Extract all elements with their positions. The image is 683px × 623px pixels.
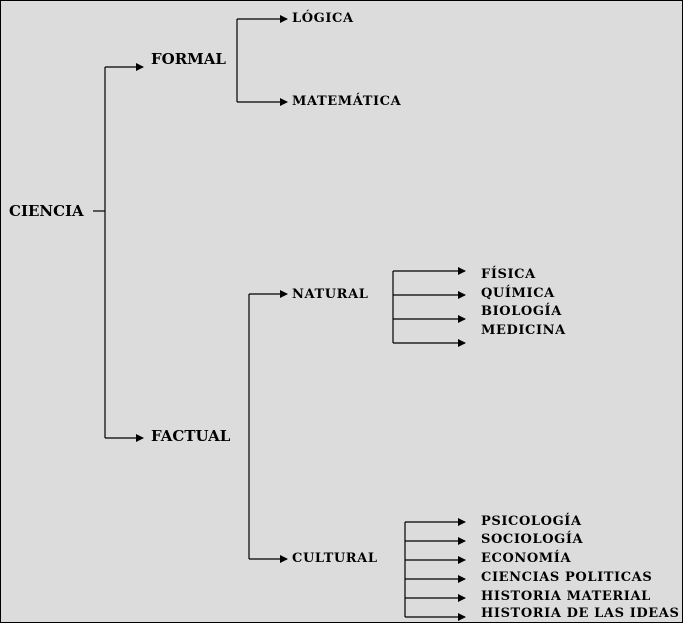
root-label: CIENCIA [9, 202, 84, 220]
matematica-label: MATEMÁTICA [292, 94, 402, 109]
psicologia-label: PSICOLOGÍA [481, 514, 582, 529]
ciencias-politicas-label: CIENCIAS POLITICAS [481, 570, 653, 585]
medicina-label: MEDICINA [481, 323, 566, 338]
natural-label: NATURAL [292, 287, 369, 302]
quimica-label: QUÍMICA [481, 286, 555, 301]
sociologia-label: SOCIOLOGÍA [481, 532, 584, 547]
historia-material-label: HISTORIA MATERIAL [481, 589, 651, 604]
biologia-label: BIOLOGÍA [481, 304, 562, 319]
formal-label: FORMAL [151, 50, 226, 68]
fisica-label: FÍSICA [481, 267, 536, 282]
historia-ideas-label: HISTORIA DE LAS IDEAS [481, 606, 680, 621]
logica-label: LÓGICA [292, 11, 354, 26]
cultural-label: CULTURAL [292, 551, 378, 566]
economia-label: ECONOMÍA [481, 551, 572, 566]
factual-label: FACTUAL [151, 427, 231, 445]
